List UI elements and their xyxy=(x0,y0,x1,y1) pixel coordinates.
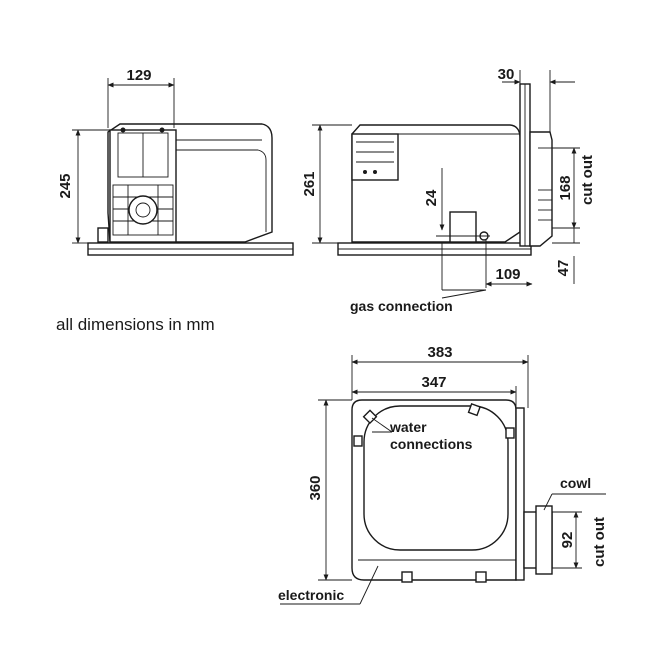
front-view: 129 245 xyxy=(57,67,294,256)
dim-front-width: 129 xyxy=(126,67,151,84)
label-electronic: electronic xyxy=(278,587,344,603)
dim-side-gas-offset: 109 xyxy=(495,266,520,283)
top-wall xyxy=(515,407,525,581)
dim-top-total-width: 383 xyxy=(427,344,452,361)
dim-side-gas-height: 24 xyxy=(423,189,440,206)
top-view: 383 347 360 water connections 92 cut out… xyxy=(278,344,608,605)
dim-top-body-width: 347 xyxy=(421,374,446,391)
dimensions-note: all dimensions in mm xyxy=(56,315,215,334)
dim-side-bottom: 47 xyxy=(555,260,572,277)
label-top-cutout: cut out xyxy=(591,517,608,567)
dim-front-height: 245 xyxy=(57,173,74,198)
dim-top-depth: 360 xyxy=(307,475,324,500)
label-gas-connection: gas connection xyxy=(350,298,453,314)
label-water-line2: connections xyxy=(390,436,473,452)
top-drum xyxy=(363,405,509,551)
dim-top-cutout: 92 xyxy=(559,532,576,549)
side-gas-block xyxy=(449,211,477,243)
dim-side-wall-depth: 30 xyxy=(498,66,515,83)
label-side-cutout: cut out xyxy=(579,155,596,205)
label-cowl: cowl xyxy=(560,475,591,491)
dim-side-cutout: 168 xyxy=(557,175,574,200)
dim-side-height: 261 xyxy=(301,171,318,196)
side-cowl xyxy=(529,131,553,247)
side-view: 261 24 109 gas connection 30 168 cut out… xyxy=(301,66,596,314)
label-water-line1: water xyxy=(389,419,427,435)
